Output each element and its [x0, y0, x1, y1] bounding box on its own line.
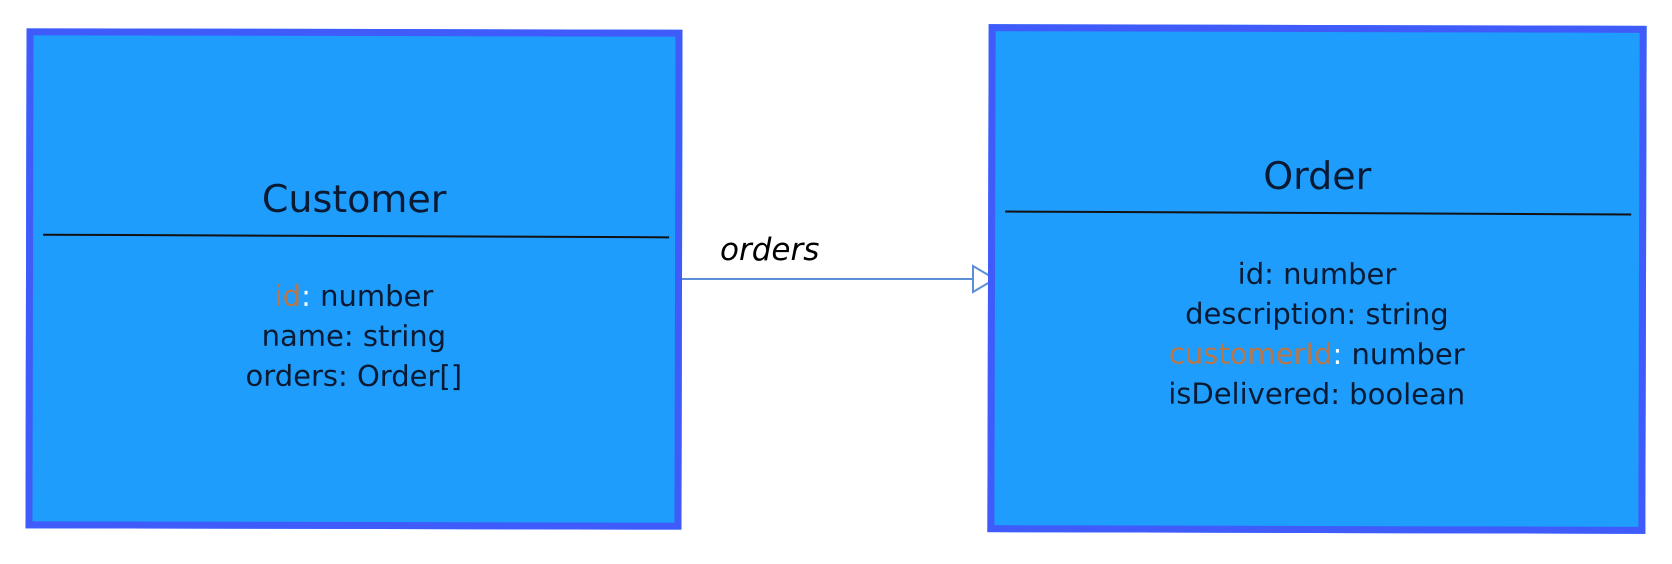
customer-attribute-orders: orders: Order[]	[245, 358, 463, 394]
order-attribute-id: id: number	[1237, 256, 1397, 292]
order-class-name: Order	[1263, 153, 1372, 199]
relation-arrowhead	[972, 264, 997, 294]
order-attribute-description: description: string	[1185, 296, 1449, 332]
customer-attribute-id: id: number	[33, 275, 675, 316]
order-attribute-list: id: number description: string customerI…	[995, 253, 1639, 415]
customer-attribute-list: id: number name: string orders: Order[]	[33, 275, 675, 396]
relation-label: orders	[720, 232, 820, 268]
customer-attribute-key-colon: :	[301, 278, 311, 313]
order-class-divider	[1005, 210, 1632, 216]
customer-class-name: Customer	[261, 176, 447, 222]
order-attribute-key-type: number	[1342, 337, 1465, 372]
order-class-box[interactable]: Order id: number description: string cus…	[987, 24, 1647, 534]
order-attribute-is-delivered: isDelivered: boolean	[1168, 376, 1466, 412]
customer-attribute-name: name: string	[261, 318, 447, 354]
order-attribute-key-name: customerId	[1168, 336, 1333, 372]
order-attribute-customer-id: customerId: number	[995, 333, 1639, 375]
customer-attribute-key-name: id	[274, 278, 302, 313]
customer-attribute-key-type: number	[310, 278, 434, 314]
customer-class-box[interactable]: Customer id: number name: string orders:…	[25, 28, 683, 530]
customer-class-divider	[43, 233, 670, 239]
